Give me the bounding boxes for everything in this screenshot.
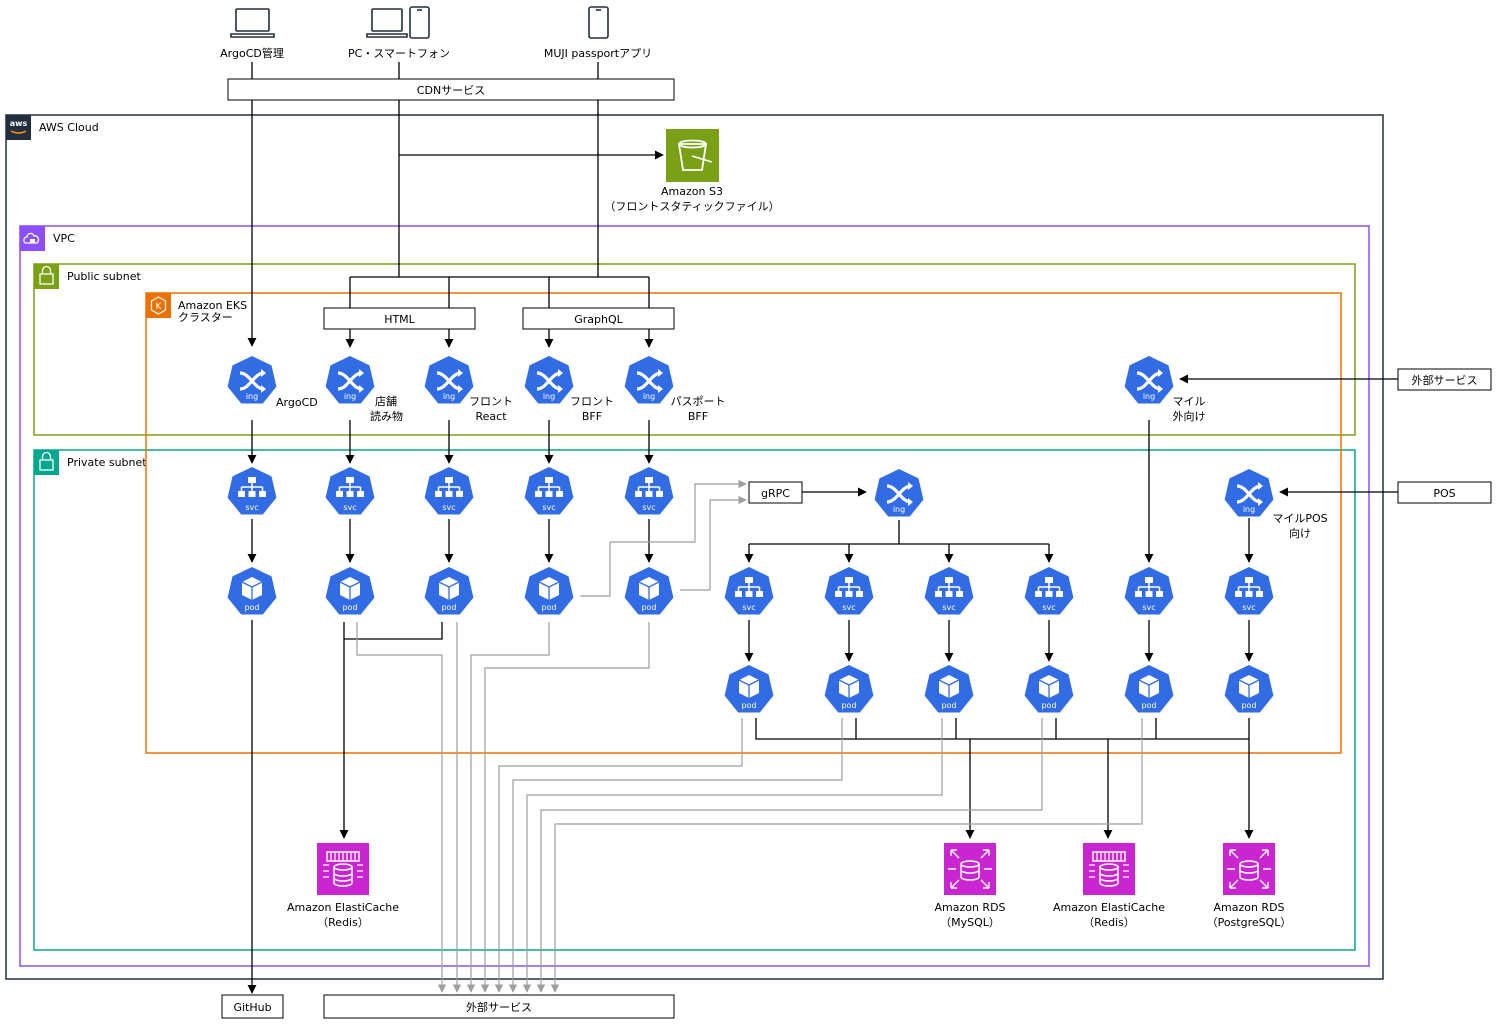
elasticache-icon — [316, 842, 370, 896]
elasticache-2-name: Amazon ElastiCache — [1053, 901, 1165, 914]
k8s-service-icon — [324, 466, 376, 516]
elasticache-2-detail: （Redis） — [1083, 916, 1135, 929]
elasticache-icon — [1082, 842, 1136, 896]
ingress-label-react-2: React — [475, 410, 507, 423]
ingress-label-mile-2: 外向け — [1173, 409, 1206, 423]
vpc-group — [19, 225, 1370, 967]
ingress-label-milepos-2: 向け — [1289, 526, 1311, 540]
aws-cloud-group — [5, 114, 1384, 980]
ingress-label-argocd: ArgoCD — [276, 396, 318, 409]
k8s-pod-icon — [1223, 664, 1275, 714]
vpc-label: VPC — [53, 232, 75, 245]
public-subnet-label: Public subnet — [67, 270, 141, 283]
s3-bucket-icon — [666, 129, 719, 182]
elasticache-1-name: Amazon ElastiCache — [287, 901, 399, 914]
ingress-label-react-1: フロント — [469, 395, 513, 408]
eks-label-line2: クラスター — [178, 311, 233, 324]
k8s-ingress-icon — [1122, 354, 1176, 406]
ingress-label-passbff-1: パスポート — [671, 395, 726, 408]
graphql-router-label: GraphQL — [574, 313, 623, 326]
k8s-service-icon — [723, 566, 775, 616]
client-argocd-label: ArgoCD管理 — [220, 46, 284, 60]
client-muji-label: MUJI passportアプリ — [544, 47, 652, 60]
k8s-service-icon — [423, 466, 475, 516]
pos-label: POS — [1433, 487, 1455, 500]
k8s-pod-icon — [623, 566, 675, 616]
k8s-pod-icon — [1123, 664, 1175, 714]
vpc-cloud-icon — [20, 226, 45, 251]
private-subnet-group — [33, 449, 1356, 951]
rds-icon — [943, 842, 997, 896]
k8s-service-icon — [623, 466, 675, 516]
ingress-label-mile-1: マイル — [1173, 395, 1206, 408]
eks-label-line1: Amazon EKS — [178, 299, 247, 312]
k8s-service-icon — [1123, 566, 1175, 616]
eks-cluster-group — [145, 292, 1342, 754]
grpc-label: gRPC — [761, 487, 790, 500]
aws-cloud-label: AWS Cloud — [39, 121, 99, 134]
k8s-pod-icon — [923, 664, 975, 714]
k8s-pod-icon — [723, 664, 775, 714]
k8s-pod-icon — [226, 566, 278, 616]
k8s-pod-icon — [1023, 664, 1075, 714]
k8s-ingress-icon — [423, 354, 475, 406]
mobile-icon — [588, 6, 609, 39]
laptop-phone-icon — [366, 6, 430, 39]
svg-text:aws: aws — [10, 119, 28, 128]
k8s-ingress-icon — [522, 354, 576, 406]
k8s-service-icon — [1023, 566, 1075, 616]
k8s-service-icon — [823, 566, 875, 616]
s3-name: Amazon S3 — [661, 185, 723, 198]
k8s-service-icon — [1223, 566, 1275, 616]
external-service-bottom-box — [323, 994, 675, 1019]
ingress-label-tenpo-1: 店舗 — [375, 394, 397, 408]
html-router-box — [323, 307, 476, 330]
k8s-ingress-icon — [324, 354, 376, 406]
ingress-label-tenpo-2: 読み物 — [370, 409, 403, 423]
k8s-ingress-icon — [226, 354, 278, 406]
github-label: GitHub — [233, 1001, 271, 1014]
private-subnet-lock-icon — [34, 450, 59, 475]
laptop-icon — [230, 8, 275, 38]
ingress-label-passbff-2: BFF — [688, 410, 708, 423]
html-router-label: HTML — [384, 313, 415, 326]
eks-icon: K — [146, 293, 171, 318]
rds-postgres-detail: （PostgreSQL） — [1207, 916, 1292, 929]
external-service-right-label: 外部サービス — [1412, 373, 1478, 387]
rds-postgres-name: Amazon RDS — [1213, 901, 1284, 914]
public-subnet-group — [33, 263, 1356, 436]
gray-connectors — [356, 479, 1143, 993]
cdn-service-label: CDNサービス — [417, 84, 485, 97]
k8s-pod-icon — [823, 664, 875, 714]
k8s-service-icon — [923, 566, 975, 616]
aws-logo-icon: aws — [6, 115, 31, 140]
elasticache-1-detail: （Redis） — [317, 916, 369, 929]
ingress-label-milepos-1: マイルPOS — [1272, 512, 1327, 525]
k8s-pod-icon — [324, 566, 376, 616]
black-connectors — [247, 62, 1398, 994]
k8s-ingress-icon — [872, 467, 926, 519]
private-subnet-label: Private subnet — [67, 456, 147, 469]
public-subnet-lock-icon — [34, 264, 59, 289]
client-pc-label: PC・スマートフォン — [348, 47, 450, 60]
graphql-router-box — [522, 307, 675, 330]
k8s-pod-icon — [423, 566, 475, 616]
rds-mysql-detail: （MySQL） — [940, 916, 1000, 929]
svg-text:K: K — [156, 302, 163, 312]
k8s-ingress-icon — [1222, 467, 1276, 519]
s3-detail: （フロントスタティックファイル） — [604, 200, 779, 213]
external-service-bottom-label: 外部サービス — [466, 1000, 532, 1014]
ingress-label-frontbff-1: フロント — [570, 395, 614, 408]
k8s-service-icon — [226, 466, 278, 516]
ingress-label-frontbff-2: BFF — [582, 410, 602, 423]
cdn-service-box — [227, 78, 675, 101]
k8s-service-icon — [523, 466, 575, 516]
rds-mysql-name: Amazon RDS — [934, 901, 1005, 914]
github-box — [221, 994, 284, 1019]
rds-icon — [1222, 842, 1276, 896]
k8s-ingress-icon — [622, 354, 676, 406]
k8s-pod-icon — [523, 566, 575, 616]
